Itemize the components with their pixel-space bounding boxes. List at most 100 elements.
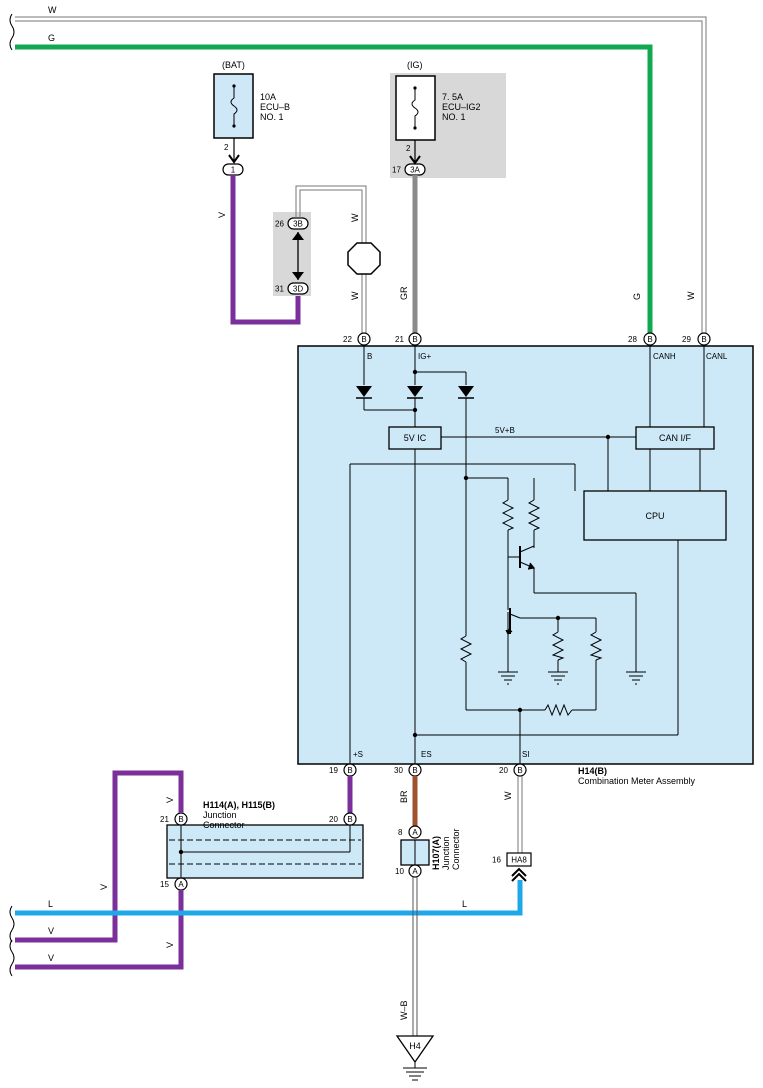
wire-label-top-w: W [48,5,57,15]
fuse-bat-name: ECU–B [260,102,290,112]
connector-ha8 [506,852,532,867]
svg-text:+S: +S [353,750,363,759]
svg-text:5V IC: 5V IC [404,433,427,443]
wire-label-junction-w: W [350,213,360,222]
wire-label-bat-v: V [217,212,227,218]
svg-text:B: B [347,815,352,824]
junction-connector-h107: A 8 A 10 [395,825,430,878]
wire-label-canl-w: W [686,291,696,300]
ground-h4-label: H4 [409,1041,421,1051]
junction-connector-sub2: Connector [203,820,245,830]
svg-text:CPU: CPU [645,511,664,521]
svg-text:A: A [412,828,418,837]
junction-internal-link [292,232,304,280]
svg-text:IG+: IG+ [418,352,431,361]
wire-label-left-v2: V [165,942,175,948]
wire-break-marks [9,13,15,977]
meter-transistors [505,546,536,635]
svg-text:20: 20 [329,815,338,824]
svg-text:29: 29 [682,335,691,344]
wire-label-canh-g: G [632,293,642,300]
meter-resistors [459,499,603,717]
fuse-ig-pin: 2 [406,144,411,153]
fuse-ig-rating: 7. 5A [442,92,463,102]
combination-meter-box [297,345,754,765]
wire-label-ground-wb: W–B [399,1000,409,1020]
junction-connector-id: H114(A), H115(B) [203,800,275,810]
meter-diodes [356,386,474,399]
svg-text:B: B [367,352,372,361]
wire-label-junction-v: V [165,797,175,803]
svg-text:8: 8 [398,828,403,837]
svg-text:B: B [647,335,652,344]
meter-pin-labels: B IG+ CANH CANL +S ES SI [353,352,728,759]
cpu-block [583,490,727,541]
fuse-bat-pin: 2 [224,143,229,152]
wire-label-top-g: G [48,33,55,43]
h107-sub2: Connector [451,828,461,870]
svg-text:CAN I/F: CAN I/F [659,433,692,443]
wire-g-top [15,44,653,333]
svg-text:3B: 3B [293,220,303,229]
meter-grounds [498,671,646,685]
bus-5v-label: 5V+B [495,426,515,435]
wire-label-loop-w: W [350,291,360,300]
svg-text:19: 19 [329,766,338,775]
wire-label-bottom-l: L [48,899,53,909]
fuse-ig [395,75,436,141]
svg-text:28: 28 [628,335,637,344]
svg-text:A: A [412,867,418,876]
connector-ha8-pin: 16 [492,856,501,865]
junction-pin-26: 26 [275,220,284,229]
wire-label-bottom-v1: V [48,926,54,936]
svg-text:3D: 3D [293,285,303,294]
wire-v-junction-bottom [15,890,184,970]
svg-text:B: B [517,766,522,775]
fuse-ig-pin-left: 17 [392,166,401,175]
meter-internal-circuit [349,345,705,764]
svg-text:A: A [178,880,184,889]
junction-connector-3d [287,282,309,295]
svg-text:CANH: CANH [653,352,676,361]
fuse-ig-connector-label: 3A [410,166,420,175]
wire-w-top [15,16,707,333]
fuse-bat-terminal-arrow [228,154,240,164]
fuse-bat-header: (BAT) [222,60,245,70]
meter-top-pins: B 22 B 21 B 28 B 29 [343,332,711,346]
wire-label-bottom-l-right: L [462,899,467,909]
svg-text:30: 30 [394,766,403,775]
svg-text:21: 21 [395,335,404,344]
svg-text:B: B [361,335,366,344]
regulator-5v-ic [388,426,442,450]
svg-text:B: B [412,766,417,775]
svg-text:HA8: HA8 [511,856,527,865]
wire-label-es-br: BR [399,790,409,803]
meter-bottom-pins: B 19 B 30 B 20 [329,763,527,777]
junction-connector-pins: B 21 B 20 A 15 [160,812,357,891]
fuse-bat [213,73,254,139]
wire-label-left-v1: V [99,884,109,890]
svg-text:B: B [412,335,417,344]
fuse-bat-rating: 10A [260,92,276,102]
splice-octagon [347,242,381,275]
ground-h4-triangle [395,1035,435,1064]
svg-text:CANL: CANL [706,352,728,361]
fuse-ig-terminal-arrow [409,155,421,165]
junction-connector-sub1: Junction [203,810,237,820]
wire-v-bat [230,175,301,325]
wire-l-bottom [15,880,523,916]
svg-text:ES: ES [421,750,432,759]
ground-h4-symbol [403,1062,427,1081]
svg-text:21: 21 [160,815,169,824]
wire-v-junction-top [15,770,184,943]
svg-text:B: B [178,815,183,824]
can-interface-block [635,426,715,450]
svg-text:B: B [347,766,352,775]
wire-label-ig-gr: GR [399,286,409,300]
fuse-ig-number: NO. 1 [442,112,466,122]
svg-text:15: 15 [160,880,169,889]
fuse-ig-header: (IG) [407,60,423,70]
svg-text:SI: SI [522,750,530,759]
wire-label-si-w: W [503,791,513,800]
